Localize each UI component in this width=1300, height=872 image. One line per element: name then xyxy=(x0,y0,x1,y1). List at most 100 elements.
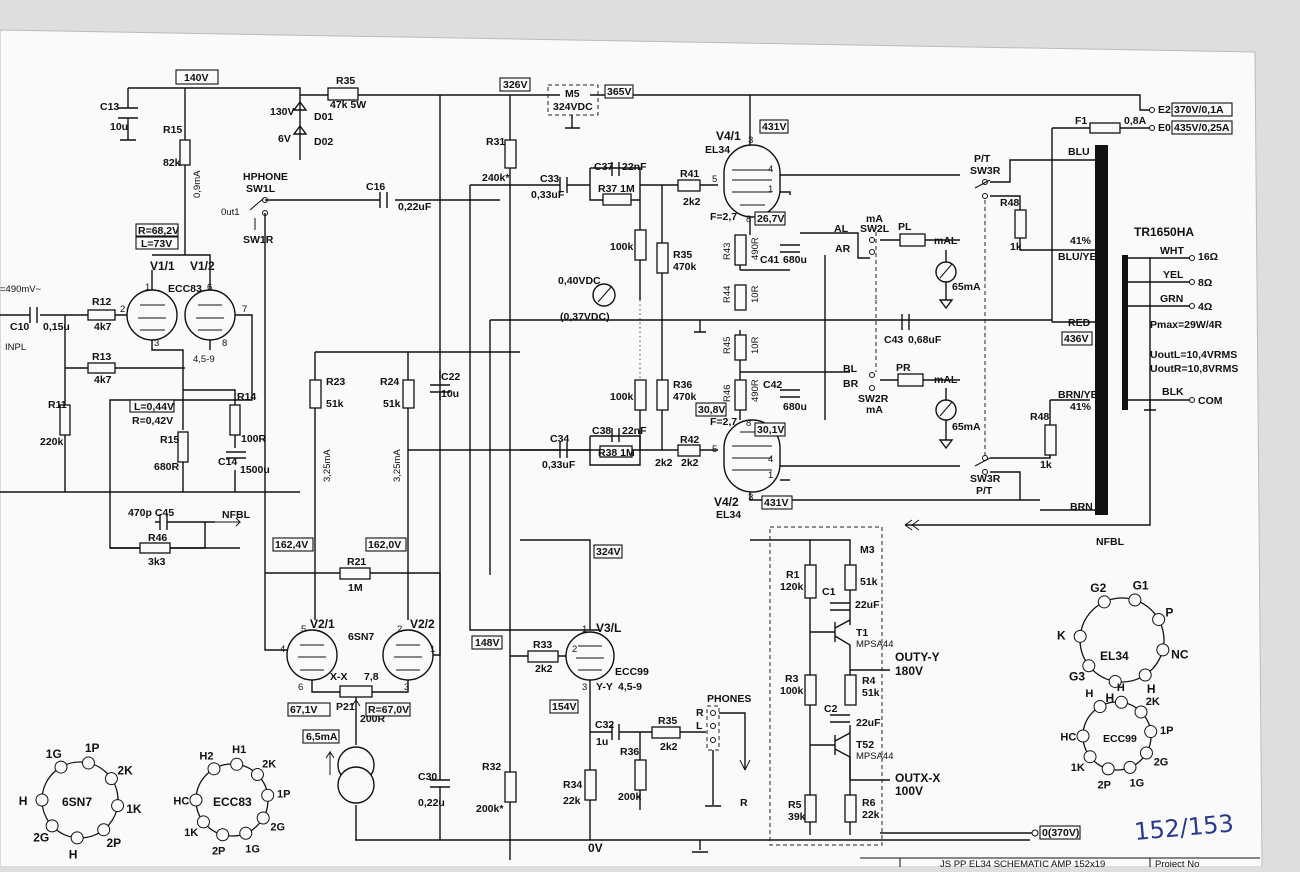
sn7-pin-label: 2G xyxy=(33,831,49,845)
c1-value: 22uF xyxy=(855,599,880,611)
sw2l-label: SW2L xyxy=(860,223,890,235)
ecc99-pin xyxy=(1134,705,1148,719)
nfbl-transformer: NFBL xyxy=(1096,536,1125,548)
c2-label: C2 xyxy=(824,703,838,715)
c13-value: 10u xyxy=(110,121,128,133)
r14-value: 100R xyxy=(241,433,267,445)
v2-type-label: 6SN7 xyxy=(348,631,374,643)
uoutl-label: UoutL=10,4VRMS xyxy=(1150,349,1237,361)
r32-label: R32 xyxy=(482,761,501,773)
c13-capacitor: C13 10u xyxy=(100,101,138,133)
ecc99-pin xyxy=(1083,750,1097,764)
el34-pin-label: P xyxy=(1165,605,1173,619)
ecc99-pin xyxy=(1144,725,1158,739)
e0-label: E0 xyxy=(1158,122,1171,134)
r15-current: 0,9mA xyxy=(192,170,203,198)
tap-grn: GRN xyxy=(1160,293,1183,305)
v2-heater-pins: X-X xyxy=(330,671,348,683)
v1-plate-voltage-r: R=68,2V xyxy=(138,225,179,237)
ecc99-pin-label: 1P xyxy=(1160,725,1173,737)
upper-coupling: C33 0,33uF C37 22nF R37 1M R41 2k2 xyxy=(469,161,718,631)
voltage-148v: 148V xyxy=(475,637,500,649)
bias-meter-reading: 0,40VDC xyxy=(558,275,601,287)
r14-label: R14 xyxy=(237,391,256,403)
voltage-324v: 324V xyxy=(596,546,621,558)
c43-label: C43 xyxy=(884,334,903,346)
voltage-26-7v: 26,7V xyxy=(757,213,784,225)
tube-v2: V2/1 V2/2 6SN7 5 2 4 1 6 3 X-X 7,8 P21 2… xyxy=(280,370,441,725)
sw2r-label: SW2R xyxy=(858,393,889,405)
ecc83-pin xyxy=(239,826,253,840)
el34-pin xyxy=(1108,674,1122,688)
tap-16ohm: 16Ω xyxy=(1198,251,1218,263)
c22-label: C22 xyxy=(441,371,460,383)
r12-label: R12 xyxy=(92,296,111,308)
r45-value: 10R xyxy=(750,336,761,354)
ecc99-pin-label: HC xyxy=(1060,731,1076,743)
r35-value: 47k 5W xyxy=(330,99,366,111)
r24-current: 3,25mA xyxy=(392,449,403,482)
voltage-431v-top: 431V xyxy=(762,121,787,133)
ecc83-pinout-title: ECC83 xyxy=(213,795,252,809)
ecc99-pin-label: H xyxy=(1085,688,1093,700)
ground-symbols xyxy=(571,125,721,853)
ecc83-pin xyxy=(256,811,270,825)
r5-label: R5 xyxy=(788,799,802,811)
sn7-pin-label: 1K xyxy=(126,802,142,816)
out1-label: 0ut1 xyxy=(221,207,240,218)
sn7-pin xyxy=(70,831,84,845)
r11-label: R11 xyxy=(48,399,67,411)
p21-label: P21 xyxy=(336,701,355,713)
r45-label: R45 xyxy=(722,337,733,354)
sw1-switch: HPHONE SW1L 0ut1 SW1R xyxy=(221,171,500,651)
r32-value: 200k* xyxy=(476,803,504,815)
r35b-value: 470k xyxy=(673,261,697,273)
m5-meter: M5 324VDC 365V xyxy=(547,84,634,129)
mal-label: mAL xyxy=(934,235,958,247)
voltage-30-1v: 30,1V xyxy=(757,424,784,436)
r34-label: R34 xyxy=(563,779,582,791)
bias-meter-alt: (0,37VDC) xyxy=(560,311,610,323)
tap-blk: BLK xyxy=(1162,386,1184,398)
v11-label: V1/1 xyxy=(150,259,175,273)
svg-text:4: 4 xyxy=(768,454,773,465)
tap-8ohm: 8Ω xyxy=(1198,277,1212,289)
ecc83-pin-label: 2G xyxy=(270,821,285,833)
uoutr-label: UoutR=10,8VRMS xyxy=(1150,363,1238,375)
ecc99-pin xyxy=(1123,760,1137,774)
tap-com: COM xyxy=(1198,395,1223,407)
v42-f: F=2,7 xyxy=(710,416,737,428)
voltage-370v: 0(370V) xyxy=(1042,827,1079,839)
ecc99-pin xyxy=(1114,695,1128,709)
r21-value: 1M xyxy=(348,582,363,594)
ecc83-label: ECC83 xyxy=(168,283,202,295)
ecc83-pin-label: 1K xyxy=(184,827,198,839)
sn7-pin xyxy=(35,793,49,807)
title-block: JS PP EL34 SCHEMATIC AMP 152x19 Project … xyxy=(860,857,1260,870)
voltage-436v: 436V xyxy=(1064,333,1089,345)
outx-label: OUTX-X xyxy=(895,771,940,785)
r15b-label: R15 xyxy=(160,434,179,446)
r48b-value: 1k xyxy=(1040,459,1052,471)
svg-text:5: 5 xyxy=(712,444,717,455)
svg-text:1: 1 xyxy=(145,282,150,293)
sn7-pin xyxy=(54,760,68,774)
r24-value: 51k xyxy=(383,398,401,410)
sw3r1-pt: P/T xyxy=(974,153,991,165)
el34-pin-label: G2 xyxy=(1090,581,1106,595)
c33-label: C33 xyxy=(540,173,559,185)
el34-pin xyxy=(1152,612,1166,626)
r46b-value: 3k3 xyxy=(148,556,166,568)
r15-label: R15 xyxy=(163,124,182,136)
r46-label: R46 xyxy=(722,385,733,402)
c34-value: 0,33uF xyxy=(542,459,576,471)
e2-value: 370V/0,1A xyxy=(1174,104,1224,116)
v41-f: F=2,7 xyxy=(710,211,737,223)
sw2l-meter-switch: AL AR mA SW2L PL mAL 65mA xyxy=(800,213,981,420)
r36-label: R36 xyxy=(673,379,692,391)
v22-label: V2/2 xyxy=(410,617,435,631)
r35c-label: R35 xyxy=(658,715,677,727)
svg-text:3: 3 xyxy=(154,338,159,349)
